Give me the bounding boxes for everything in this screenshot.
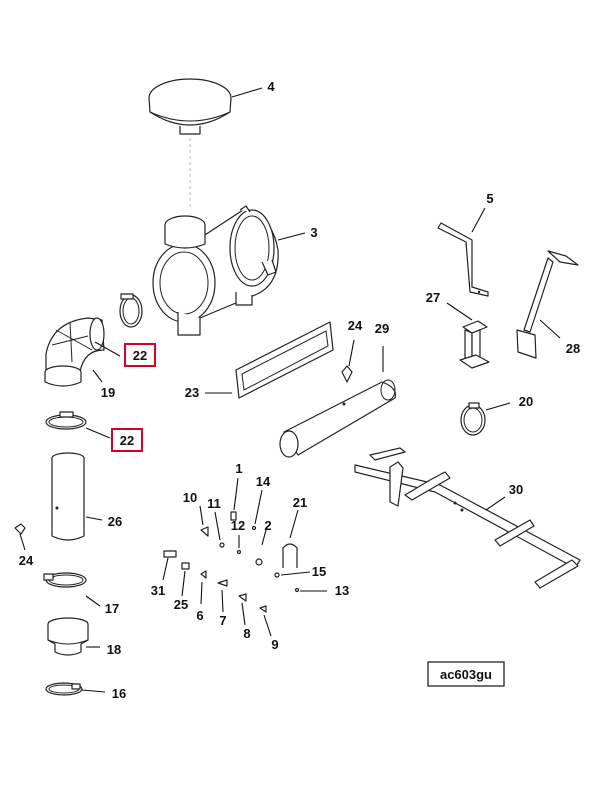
callout-25: 25 — [174, 597, 188, 612]
hardware-9 — [259, 605, 267, 613]
callout-14: 14 — [256, 474, 271, 489]
callout-30: 30 — [509, 482, 523, 497]
part-26-tube — [51, 452, 85, 541]
part-30-frame — [354, 447, 581, 589]
callout-9: 9 — [271, 637, 278, 652]
highlighted-callout-22-upper[interactable]: 22 — [124, 343, 156, 367]
part-20-clamp — [460, 402, 486, 436]
callout-15: 15 — [312, 564, 326, 579]
callout-28: 28 — [566, 341, 580, 356]
part-18-reducer — [47, 617, 89, 656]
callout-17: 17 — [105, 601, 119, 616]
callout-12: 12 — [231, 518, 245, 533]
callout-11: 11 — [207, 496, 221, 511]
callout-8: 8 — [243, 626, 250, 641]
hardware-2 — [255, 558, 263, 566]
part-17-clamp — [43, 572, 87, 588]
part-3-housing — [152, 205, 279, 336]
hardware-13 — [294, 587, 300, 593]
hardware-15 — [274, 572, 280, 578]
callout-27: 27 — [426, 290, 440, 305]
callout-13: 13 — [335, 583, 349, 598]
hardware-14 — [251, 525, 257, 531]
callout-22-upper: 22 — [133, 348, 147, 363]
callout-1: 1 — [235, 461, 242, 476]
part-23-filter-panel — [235, 321, 334, 399]
hardware-1 — [230, 511, 237, 521]
part-19-elbow — [44, 317, 105, 387]
part-24-fitting-left — [14, 523, 26, 535]
callout-2: 2 — [264, 518, 271, 533]
callout-10: 10 — [183, 490, 197, 505]
part-5-bracket — [437, 222, 489, 297]
part-4-cap — [148, 78, 232, 210]
part-24-fitting-top — [341, 365, 353, 383]
hardware-11 — [219, 542, 225, 548]
part-29-tube — [279, 379, 397, 458]
hardware-7 — [217, 579, 228, 587]
hardware-8 — [238, 593, 247, 602]
callout-24-left: 24 — [19, 553, 34, 568]
highlighted-callout-22-lower[interactable]: 22 — [111, 428, 143, 452]
callout-23: 23 — [185, 385, 199, 400]
callout-18: 18 — [107, 642, 121, 657]
callout-31: 31 — [151, 583, 165, 598]
reference-code: ac603gu — [440, 667, 492, 682]
callout-21: 21 — [293, 495, 307, 510]
part-27-spacer — [459, 320, 490, 369]
callouts: 4 3 5 27 28 20 23 24 29 30 19 26 24 17 1… — [19, 79, 580, 701]
callout-4: 4 — [267, 79, 275, 94]
hardware-10 — [200, 526, 209, 537]
callout-6: 6 — [196, 608, 203, 623]
part-22-clamp-upper — [119, 293, 143, 328]
leader-lines — [19, 87, 561, 693]
hardware-25 — [181, 562, 190, 570]
callout-22-lower: 22 — [120, 433, 134, 448]
part-16-clamp — [45, 682, 83, 696]
hardware-31 — [163, 550, 177, 558]
callout-19: 19 — [101, 385, 115, 400]
part-28-bracket — [516, 250, 579, 359]
callout-24-top: 24 — [348, 318, 363, 333]
hardware-12 — [236, 549, 242, 555]
callout-3: 3 — [310, 225, 317, 240]
callout-16: 16 — [112, 686, 126, 701]
callout-29: 29 — [375, 321, 389, 336]
callout-20: 20 — [519, 394, 533, 409]
hardware-21 — [282, 543, 298, 568]
hardware-6 — [200, 570, 207, 579]
reference-code-box: ac603gu — [427, 661, 505, 687]
callout-5: 5 — [486, 191, 493, 206]
part-22-clamp-lower — [45, 411, 87, 430]
callout-26: 26 — [108, 514, 122, 529]
callout-7: 7 — [219, 613, 226, 628]
